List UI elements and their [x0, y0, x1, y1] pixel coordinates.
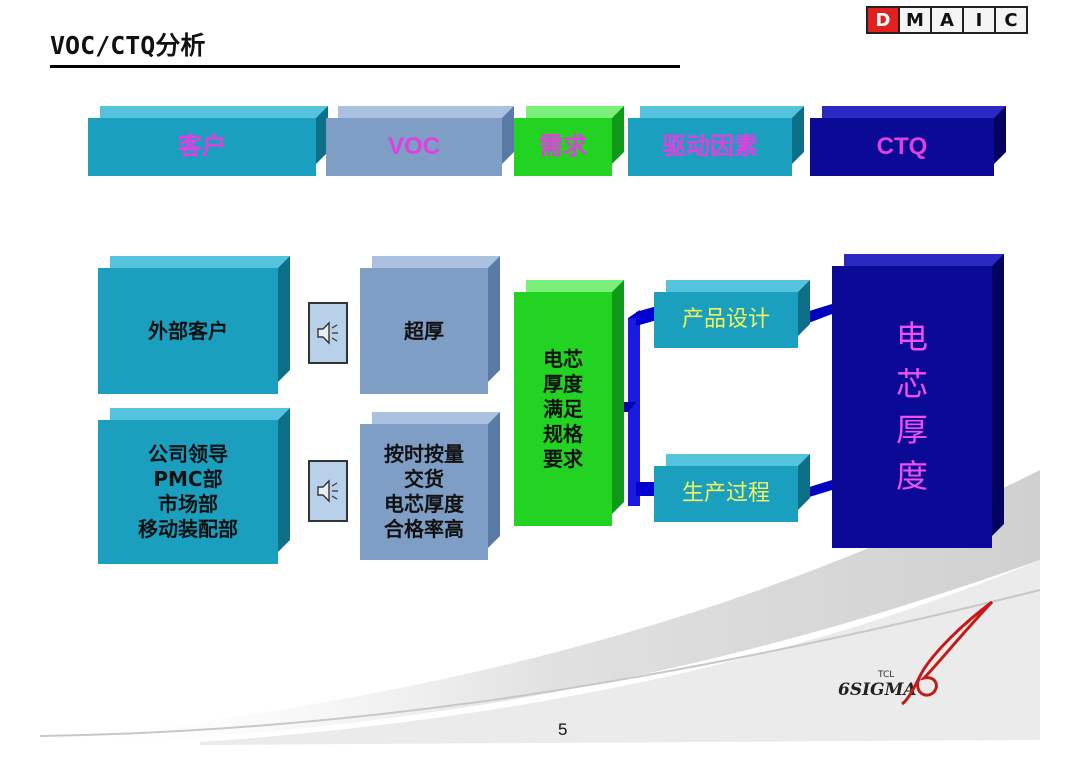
- process-to-ctq-arrow: [806, 480, 832, 498]
- tcl-label: TCL: [878, 670, 895, 680]
- header-need: 需求: [514, 106, 624, 176]
- dmaic-i: I: [964, 8, 996, 32]
- need-line-5: 要求: [543, 446, 583, 471]
- dmaic-d: D: [868, 8, 900, 32]
- customer-mobile-assembly: 移动装配部: [138, 517, 238, 541]
- need-box: 电芯 厚度 满足 规格 要求: [514, 280, 624, 526]
- dmaic-c: C: [996, 8, 1026, 32]
- customer-leadership: 公司领导: [148, 442, 228, 466]
- header-ctq: CTQ: [810, 106, 1006, 176]
- ctq-char-4: 度: [895, 457, 928, 496]
- ctq-box: 电 芯 厚 度: [832, 254, 1004, 548]
- speaker-icon: [308, 460, 348, 522]
- design-to-ctq-arrow: [806, 304, 832, 324]
- voc-external-box: 超厚: [360, 256, 500, 394]
- speaker-icon: [308, 302, 348, 364]
- ctq-char-2: 芯: [895, 364, 928, 403]
- driver-process-box: 生产过程: [654, 454, 810, 522]
- header-driver: 驱动因素: [628, 106, 804, 176]
- voc-line-4: 合格率高: [384, 517, 464, 541]
- voc-line-1: 按时按量: [384, 442, 464, 466]
- need-line-1: 电芯: [543, 346, 583, 371]
- dmaic-badge: D M A I C: [866, 6, 1028, 34]
- need-line-2: 厚度: [543, 371, 583, 396]
- driver-process-label: 生产过程: [681, 481, 770, 507]
- customer-pmc: PMC部: [153, 467, 223, 491]
- voc-line-2: 交货: [404, 467, 444, 491]
- page-number: 5: [558, 720, 568, 739]
- dmaic-a: A: [932, 8, 964, 32]
- header-customer: 客户: [88, 106, 328, 176]
- need-line-4: 规格: [543, 421, 583, 446]
- header-voc: VOC: [326, 106, 514, 176]
- external-customer-label: 外部客户: [148, 318, 228, 343]
- need-line-3: 满足: [543, 396, 583, 421]
- driver-design-label: 产品设计: [681, 307, 770, 333]
- sigma-swoosh-icon: [901, 600, 994, 706]
- page-title: VOC/CTQ分析: [50, 31, 206, 60]
- ctq-char-1: 电: [895, 318, 928, 357]
- external-customer-box: 外部客户: [98, 256, 290, 394]
- internal-customers-box: 公司领导 PMC部 市场部 移动装配部: [98, 408, 290, 564]
- ctq-char-3: 厚: [895, 411, 928, 449]
- customer-marketing: 市场部: [158, 492, 218, 516]
- title-underline: [50, 65, 680, 68]
- driver-design-box: 产品设计: [654, 280, 810, 348]
- six-sigma-logo: 6SIGMA: [838, 680, 917, 700]
- voc-line-3: 电芯厚度: [384, 492, 464, 516]
- dmaic-m: M: [900, 8, 932, 32]
- voc-internal-box: 按时按量 交货 电芯厚度 合格率高: [360, 412, 500, 560]
- voc-external-label: 超厚: [404, 318, 444, 343]
